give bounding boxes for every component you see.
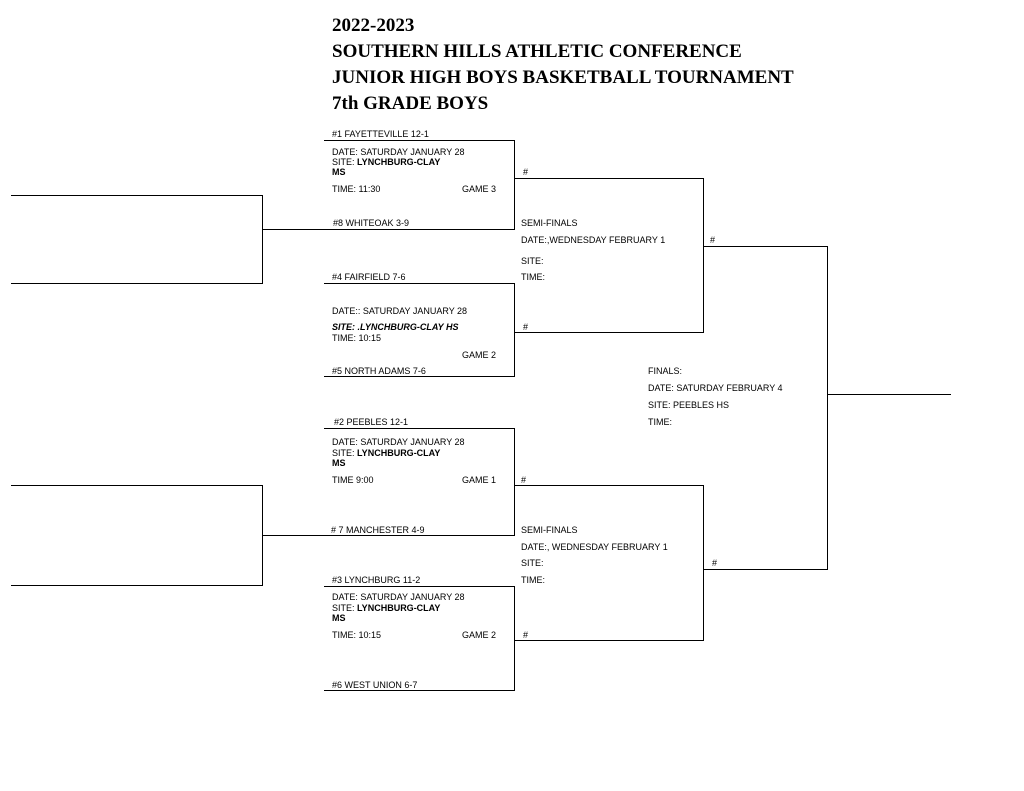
- game-site: SITE:: [521, 558, 544, 568]
- winner-mark: #: [521, 475, 527, 485]
- game-site: SITE: .LYNCHBURG-CLAY HS: [332, 322, 459, 332]
- game-a-connector: [514, 140, 515, 230]
- play-in-line-1-bottom: [11, 283, 262, 284]
- semi-1-out-line: [703, 246, 827, 247]
- game-date: DATE: SATURDAY JANUARY 28: [332, 147, 465, 157]
- site-label: SITE:: [332, 157, 358, 167]
- game-time: TIME:: [648, 417, 672, 427]
- semi-1-connector: [703, 178, 704, 333]
- site-label: SITE:: [332, 603, 358, 613]
- game-c-top-line: [324, 428, 514, 429]
- team-slot: #6 WEST UNION 6-7: [332, 680, 418, 690]
- winner-mark: #: [523, 630, 529, 640]
- game-b-bottom-line: [324, 376, 514, 377]
- winner-mark: #: [712, 558, 718, 568]
- team-slot: #2 PEEBLES 12-1: [334, 417, 409, 427]
- site-value: LYNCHBURG-CLAY: [357, 603, 441, 613]
- semi-2-out-line: [703, 569, 827, 570]
- winner-mark: #: [710, 235, 716, 245]
- season-title: 2022-2023: [332, 15, 415, 36]
- game-date: DATE: SATURDAY JANUARY 28: [332, 592, 465, 602]
- game-d-bottom-line: [324, 690, 514, 691]
- round-label: FINALS:: [648, 366, 683, 376]
- game-number: GAME 2: [462, 350, 497, 360]
- game-site: SITE: LYNCHBURG-CLAY: [332, 448, 440, 459]
- game-b-out-line: [514, 332, 703, 333]
- play-in-line-2-bottom: [11, 585, 262, 586]
- game-c-out-line: [514, 485, 703, 486]
- team-slot: #8 WHITEOAK 3-9: [333, 218, 410, 228]
- game-time: TIME: 10:15: [332, 333, 382, 343]
- round-label: SEMI-FINALS: [521, 525, 578, 535]
- game-site-cont: MS: [332, 458, 346, 468]
- play-in-line-1-top: [11, 195, 262, 196]
- game-number: GAME 1: [462, 475, 497, 485]
- game-date: DATE: SATURDAY JANUARY 28: [332, 437, 465, 447]
- game-d-out-line: [514, 640, 703, 641]
- play-in-line-2-top: [11, 485, 262, 486]
- game-date: DATE:,WEDNESDAY FEBRUARY 1: [521, 235, 666, 245]
- champion-line: [827, 394, 951, 395]
- site-label: SITE:: [332, 448, 358, 458]
- game-date: DATE:, WEDNESDAY FEBRUARY 1: [521, 542, 668, 552]
- team-slot: #4 FAIRFIELD 7-6: [332, 272, 406, 282]
- team-slot: #5 NORTH ADAMS 7-6: [332, 366, 426, 376]
- game-time: TIME: 11:30: [332, 184, 381, 194]
- game-number: GAME 2: [462, 630, 497, 640]
- site-value: LYNCHBURG-CLAY: [357, 448, 441, 458]
- site-value: LYNCHBURG-CLAY: [357, 157, 441, 167]
- game-d-top-line: [324, 586, 514, 587]
- winner-mark: #: [523, 167, 529, 177]
- team-slot: # 7 MANCHESTER 4-9: [331, 525, 425, 535]
- team-slot: #3 LYNCHBURG 11-2: [332, 575, 421, 585]
- game-site: SITE: LYNCHBURG-CLAY: [332, 157, 440, 168]
- game-a-top-line: [324, 140, 514, 141]
- game-date: DATE:: SATURDAY JANUARY 28: [332, 306, 468, 316]
- game-a-out-line: [514, 178, 703, 179]
- game-time: TIME:: [521, 575, 545, 585]
- game-site: SITE: PEEBLES HS: [648, 400, 730, 410]
- game-d-connector: [514, 586, 515, 691]
- game-time: TIME: 10:15: [332, 630, 382, 640]
- game-time: TIME 9:00: [332, 475, 374, 485]
- game-site-cont: MS: [332, 167, 346, 177]
- conference-title: SOUTHERN HILLS ATHLETIC CONFERENCE: [332, 41, 742, 62]
- game-time: TIME:: [521, 272, 545, 282]
- division-title: 7th GRADE BOYS: [332, 93, 489, 114]
- round-label: SEMI-FINALS: [521, 218, 578, 228]
- finals-connector: [827, 246, 828, 570]
- game-b-connector: [514, 283, 515, 377]
- play-in-connector-1: [262, 195, 263, 284]
- game-c-connector: [514, 428, 515, 536]
- game-site: SITE:: [521, 256, 544, 266]
- game-number: GAME 3: [462, 184, 497, 194]
- tournament-title: JUNIOR HIGH BOYS BASKETBALL TOURNAMENT: [332, 67, 794, 88]
- play-in-line-1-out: [262, 229, 514, 230]
- game-site: SITE: LYNCHBURG-CLAY: [332, 603, 440, 614]
- game-date: DATE: SATURDAY FEBRUARY 4: [648, 383, 783, 393]
- team-slot: #1 FAYETTEVILLE 12-1: [332, 129, 429, 139]
- play-in-line-2-out: [262, 535, 514, 536]
- winner-mark: #: [523, 322, 529, 332]
- game-site-cont: MS: [332, 613, 346, 623]
- game-b-top-line: [324, 283, 514, 284]
- semi-2-connector: [703, 485, 704, 641]
